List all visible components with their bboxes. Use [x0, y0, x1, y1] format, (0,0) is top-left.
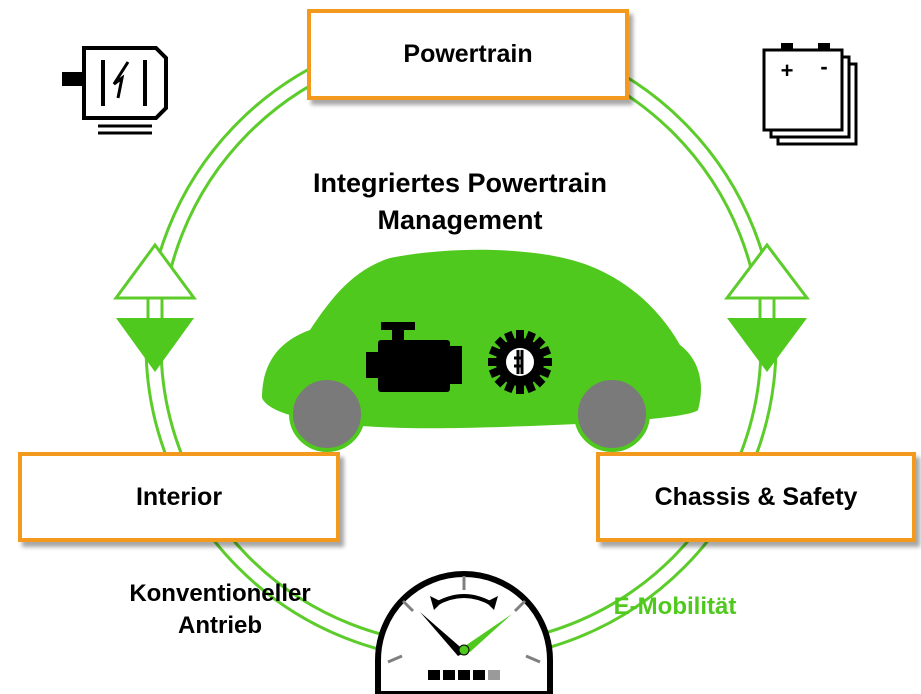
- conventional-drive-label: Konventioneller Antrieb: [70, 578, 370, 642]
- engine-icon: [366, 322, 462, 392]
- cycle-arrow-icon: [723, 242, 811, 372]
- cycle-arrow-icon: [113, 242, 197, 372]
- center-title: Integriertes Powertrain Management: [230, 165, 690, 239]
- electric-motor-icon: [62, 46, 168, 135]
- e-mobility-label: E-Mobilität: [613, 593, 737, 620]
- gearbox-icon: [488, 330, 552, 394]
- battery-plus-label: +: [781, 58, 794, 83]
- conventional-drive-line-2: Antrieb: [178, 612, 262, 639]
- chassis-safety-box: Chassis & Safety: [596, 452, 916, 542]
- conventional-drive-line-1: Konventioneller: [129, 580, 311, 607]
- interior-box: Interior: [18, 452, 340, 542]
- powertrain-box: Powertrain: [307, 9, 629, 100]
- battery-icon: + -: [762, 43, 858, 146]
- car-icon: [262, 249, 701, 452]
- chassis-safety-label: Chassis & Safety: [654, 482, 858, 511]
- center-title-line-2: Management: [377, 205, 543, 235]
- gauge-icon: [375, 571, 553, 694]
- center-title-line-1: Integriertes Powertrain: [312, 168, 608, 198]
- powertrain-label: Powertrain: [403, 40, 533, 68]
- interior-label: Interior: [135, 482, 223, 511]
- battery-minus-label: -: [820, 54, 827, 79]
